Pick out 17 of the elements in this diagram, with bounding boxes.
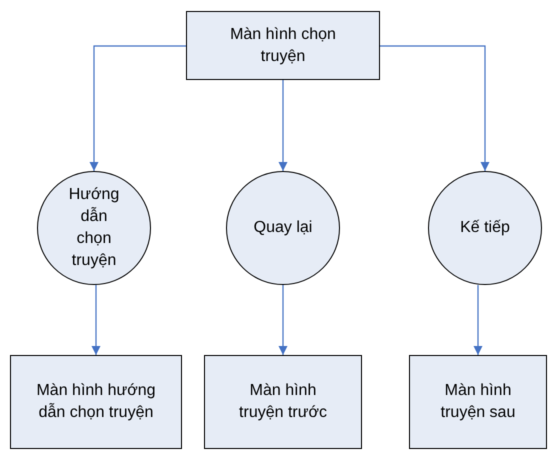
arrow	[474, 285, 482, 355]
node-label: Màn hình hướng dẫn chọn truyện	[35, 381, 157, 423]
arrow	[90, 45, 186, 171]
screen-box	[409, 355, 547, 449]
screen-box	[186, 11, 380, 80]
node-label: Hướng dẫn chọn truyện	[68, 185, 120, 271]
arrow	[380, 45, 490, 171]
screen-box	[10, 355, 182, 449]
node-label: Quay lại	[254, 218, 312, 238]
node-label: Kế tiếp	[460, 218, 510, 238]
screen-box	[204, 355, 362, 449]
node-label: Màn hình truyện sau	[440, 381, 516, 423]
arrow	[92, 285, 100, 355]
arrow	[278, 80, 288, 171]
node-label: Màn hình truyện trước	[238, 381, 328, 423]
arrow	[278, 285, 288, 355]
node-label: Màn hình chọn truyện	[229, 24, 337, 66]
